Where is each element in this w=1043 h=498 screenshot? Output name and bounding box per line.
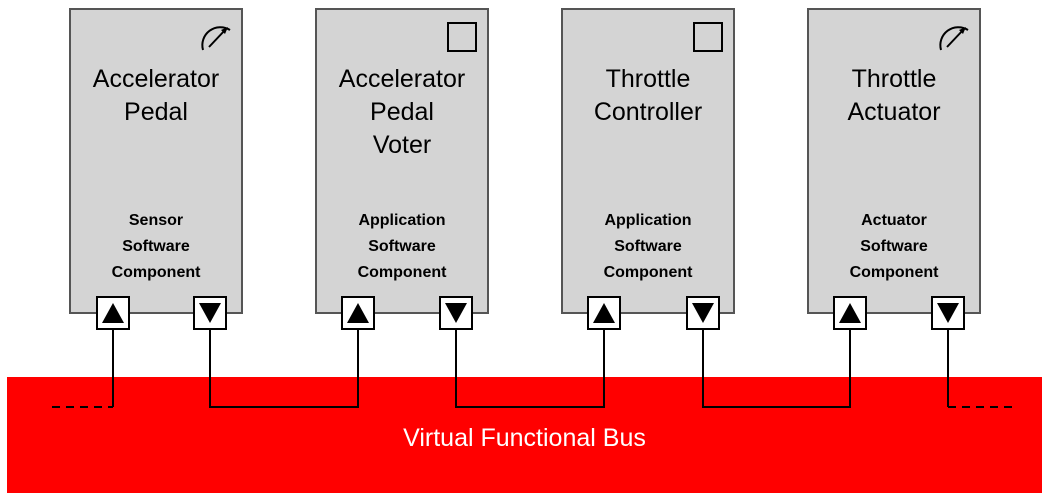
output-port-accelerator-pedal[interactable] — [193, 296, 227, 330]
up-arrow-icon — [347, 303, 369, 323]
up-arrow-icon — [102, 303, 124, 323]
component-accelerator-pedal-voter[interactable]: Accelerator Pedal Voter Application Soft… — [315, 8, 489, 314]
up-arrow-icon — [593, 303, 615, 323]
component-throttle-actuator[interactable]: Throttle Actuator Actuator Software Comp… — [807, 8, 981, 314]
output-port-accelerator-pedal-voter[interactable] — [439, 296, 473, 330]
down-arrow-icon — [445, 303, 467, 323]
gauge-icon — [201, 26, 231, 51]
component-type: Application Software Component — [357, 212, 447, 281]
input-port-throttle-actuator[interactable] — [833, 296, 867, 330]
component-throttle-controller[interactable]: Throttle Controller Application Software… — [561, 8, 735, 314]
component-title: Throttle Actuator — [847, 65, 941, 126]
down-arrow-icon — [937, 303, 959, 323]
bus-label: Virtual Functional Bus — [403, 424, 646, 452]
down-arrow-icon — [692, 303, 714, 323]
component-title: Accelerator Pedal — [92, 65, 220, 126]
component-title: Accelerator Pedal Voter — [338, 65, 466, 159]
input-port-accelerator-pedal[interactable] — [96, 296, 130, 330]
input-port-throttle-controller[interactable] — [587, 296, 621, 330]
component-type: Actuator Software Component — [849, 212, 939, 281]
output-port-throttle-actuator[interactable] — [931, 296, 965, 330]
component-type: Sensor Software Component — [111, 212, 201, 281]
component-type: Application Software Component — [603, 212, 693, 281]
output-port-throttle-controller[interactable] — [686, 296, 720, 330]
wire-voter-to-controller — [455, 330, 605, 408]
wire-pedal-to-voter — [209, 330, 359, 408]
component-accelerator-pedal[interactable]: Accelerator Pedal Sensor Software Compon… — [69, 8, 243, 314]
virtual-functional-bus — [7, 377, 1042, 493]
wire-controller-to-actuator — [702, 330, 851, 408]
input-port-accelerator-pedal-voter[interactable] — [341, 296, 375, 330]
square-icon — [447, 22, 477, 52]
component-title: Throttle Controller — [593, 65, 703, 126]
down-arrow-icon — [199, 303, 221, 323]
square-icon — [693, 22, 723, 52]
gauge-icon — [939, 26, 969, 51]
up-arrow-icon — [839, 303, 861, 323]
